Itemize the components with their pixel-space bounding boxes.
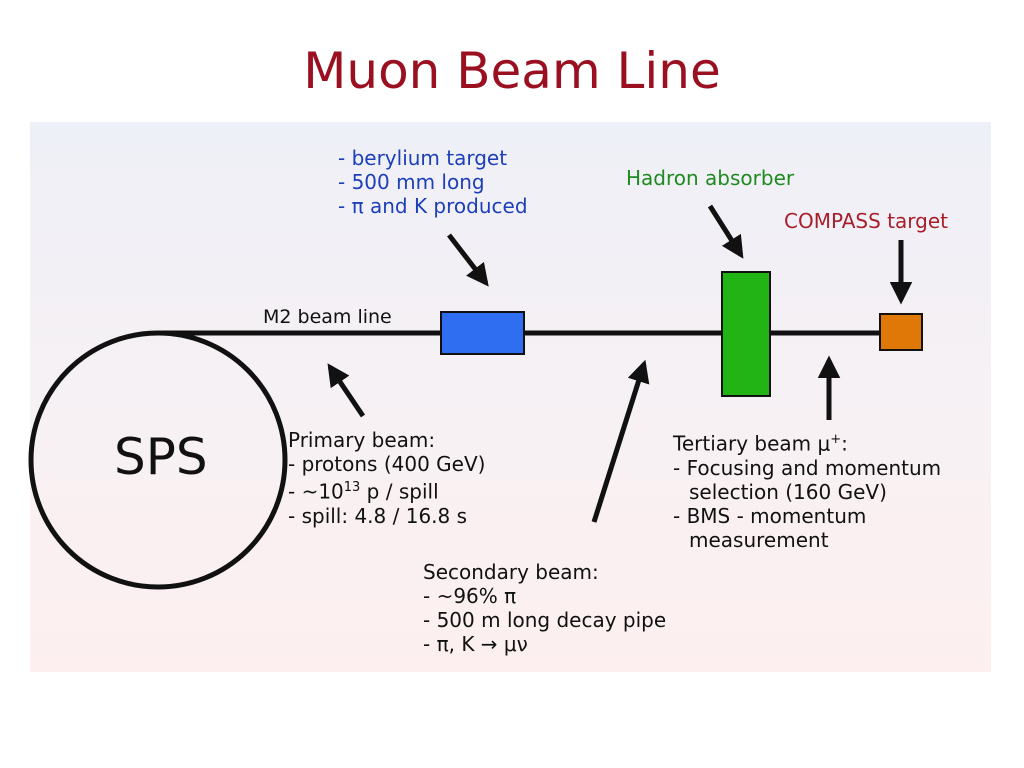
- tertiary-heading: Tertiary beam μ+:: [673, 431, 848, 456]
- tertiary-beam-notes: Tertiary beam μ+: - Focusing and momentu…: [673, 428, 941, 552]
- primary-line-3: - spill: 4.8 / 16.8 s: [288, 503, 468, 528]
- secondary-beam-notes: Secondary beam: - ~96% π - 500 m long de…: [423, 560, 666, 656]
- primary-heading: Primary beam:: [288, 428, 436, 452]
- secondary-arrow: [591, 359, 650, 523]
- primary-arrow: [327, 363, 366, 418]
- primary-beam-notes: Primary beam: - protons (400 GeV) - ~101…: [288, 428, 485, 528]
- absorber-arrow: [707, 204, 744, 259]
- target-arrow: [447, 233, 489, 287]
- target-note-1: - berylium target: [338, 146, 508, 170]
- secondary-heading: Secondary beam:: [423, 560, 599, 584]
- target-note-3: - π and K produced: [338, 194, 528, 218]
- compass-target-box: [879, 313, 923, 351]
- target-notes: - berylium target - 500 mm long - π and …: [338, 146, 528, 218]
- sps-ring: [28, 330, 288, 590]
- secondary-line-3: - π, K → μν: [423, 632, 528, 656]
- secondary-line-2: - 500 m long decay pipe: [423, 608, 667, 632]
- beryllium-target-box: [440, 311, 525, 355]
- tertiary-line-3: - BMS - momentum: [673, 503, 867, 528]
- secondary-line-1: - ~96% π: [423, 584, 517, 608]
- target-note-2: - 500 mm long: [338, 170, 485, 194]
- beamline-label: M2 beam line: [263, 306, 392, 328]
- tertiary-line-4: measurement: [689, 527, 829, 552]
- sps-label: SPS: [114, 428, 208, 486]
- primary-line-1: - protons (400 GeV): [288, 452, 486, 476]
- slide-title: Muon Beam Line: [303, 42, 721, 100]
- hadron-absorber-label: Hadron absorber: [626, 166, 795, 190]
- primary-line-2: - ~1013 p / spill: [288, 479, 439, 504]
- tertiary-line-1: - Focusing and momentum: [673, 455, 942, 480]
- hadron-absorber-box: [721, 271, 771, 397]
- tertiary-line-2: selection (160 GeV): [689, 479, 887, 504]
- compass-target-label: COMPASS target: [784, 209, 948, 233]
